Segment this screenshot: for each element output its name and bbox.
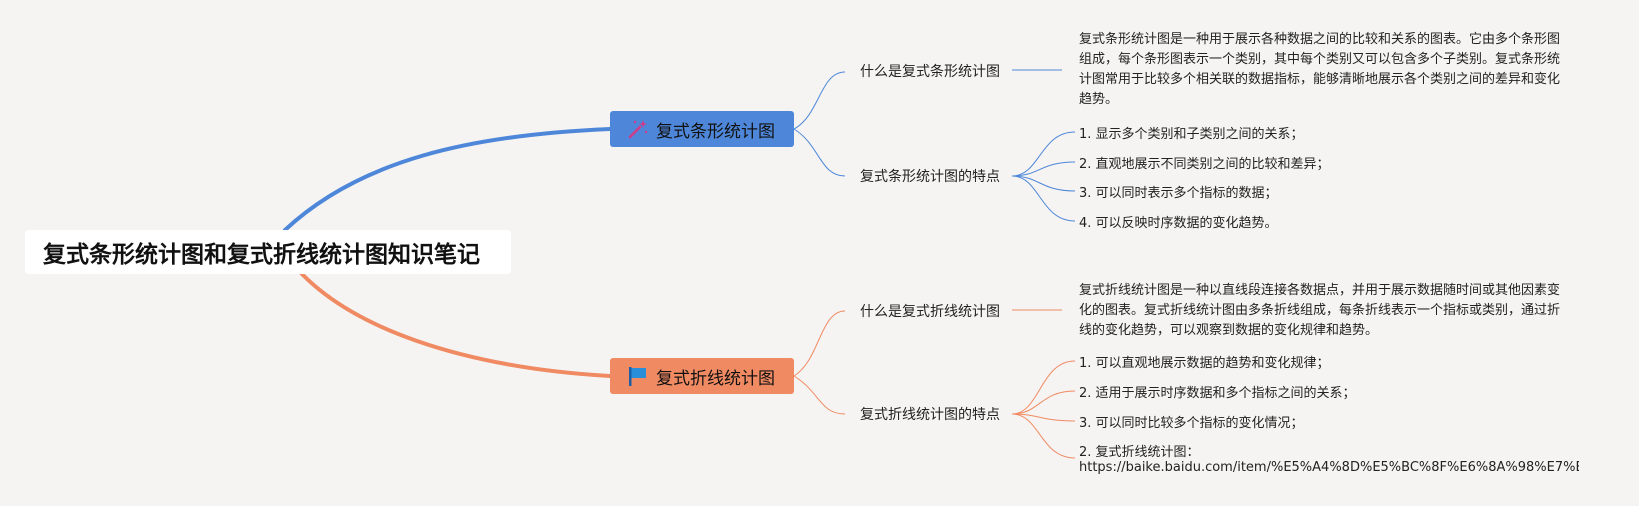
list-item[interactable]: 4. 可以反映时序数据的变化趋势。 — [1079, 212, 1278, 231]
list-item[interactable]: 3. 可以同时表示多个指标的数据； — [1079, 182, 1278, 201]
sub4-to-item2-connector — [1011, 390, 1076, 415]
root-to-branch2-connector — [283, 252, 612, 378]
subtopic-label: 什么是复式折线统计图 — [860, 304, 1000, 320]
root-topic-label: 复式条形统计图和复式折线统计图知识笔记 — [43, 242, 480, 268]
subtopic-what-is-line-chart[interactable]: 什么是复式折线统计图 — [860, 301, 1000, 321]
subtopic-label: 复式折线统计图的特点 — [860, 407, 1000, 423]
list-item-text: 2. 直观地展示不同类别之间的比较和差异； — [1079, 157, 1330, 172]
sub2-to-item3-connector — [1011, 175, 1076, 192]
root-to-branch1-connector — [283, 127, 612, 232]
list-item-text: 1. 显示多个类别和子类别之间的关系； — [1079, 127, 1304, 142]
branch-line-chart-label: 复式折线统计图 — [656, 368, 775, 389]
list-item-text: 2. 适用于展示时序数据和多个指标之间的关系； — [1079, 386, 1356, 401]
url-text: https://baike.baidu.com/item/%E5%A4%8D%E… — [1079, 460, 1579, 475]
list-item-text: 3. 可以同时比较多个指标的变化情况； — [1079, 416, 1304, 431]
sub4-to-item4-connector — [1011, 413, 1076, 459]
list-item[interactable]: 1. 可以直观地展示数据的趋势和变化规律； — [1079, 352, 1330, 371]
list-item[interactable]: 2. 复式折线统计图： — [1079, 441, 1200, 460]
list-item[interactable]: 2. 适用于展示时序数据和多个指标之间的关系； — [1079, 382, 1356, 401]
subtopic-what-is-bar-chart[interactable]: 什么是复式条形统计图 — [860, 61, 1000, 81]
definition-text: 复式折线统计图是一种以直线段连接各数据点，并用于展示数据随时间或其他因素变化的图… — [1079, 283, 1561, 338]
list-item[interactable]: 2. 直观地展示不同类别之间的比较和差异； — [1079, 153, 1330, 172]
branch1-to-sub1-connector — [793, 71, 846, 130]
line-chart-definition[interactable]: 复式折线统计图是一种以直线段连接各数据点，并用于展示数据随时间或其他因素变化的图… — [1079, 281, 1569, 341]
list-item-text: 2. 复式折线统计图： — [1079, 445, 1200, 460]
subtopic-label: 复式条形统计图的特点 — [860, 169, 1000, 185]
list-item-text: 3. 可以同时表示多个指标的数据； — [1079, 186, 1278, 201]
branch2-to-sub2-connector — [793, 375, 846, 415]
definition-text: 复式条形统计图是一种用于展示各种数据之间的比较和关系的图表。它由多个条形图组成，… — [1079, 32, 1561, 107]
reference-url[interactable]: https://baike.baidu.com/item/%E5%A4%8D%E… — [1079, 460, 1579, 475]
branch-bar-chart[interactable]: 复式条形统计图 — [610, 111, 794, 147]
sub4-to-item3-connector — [1011, 413, 1076, 422]
branch-line-chart[interactable]: 复式折线统计图 — [610, 358, 794, 394]
list-item[interactable]: 3. 可以同时比较多个指标的变化情况； — [1079, 412, 1304, 431]
branch1-to-sub2-connector — [793, 128, 846, 177]
branch2-to-sub1-connector — [793, 310, 846, 377]
sub2-to-item1-connector — [1011, 131, 1076, 177]
bar-chart-definition[interactable]: 复式条形统计图是一种用于展示各种数据之间的比较和关系的图表。它由多个条形图组成，… — [1079, 30, 1569, 110]
sub4-to-item1-connector — [1011, 360, 1076, 415]
magic-wand-icon — [626, 117, 650, 141]
list-item-text: 4. 可以反映时序数据的变化趋势。 — [1079, 216, 1278, 231]
list-item-text: 1. 可以直观地展示数据的趋势和变化规律； — [1079, 356, 1330, 371]
sub2-to-item4-connector — [1011, 175, 1076, 222]
subtopic-line-chart-features[interactable]: 复式折线统计图的特点 — [860, 404, 1000, 424]
root-topic[interactable]: 复式条形统计图和复式折线统计图知识笔记 — [25, 230, 511, 274]
sub2-to-item2-connector — [1011, 161, 1076, 177]
subtopic-bar-chart-features[interactable]: 复式条形统计图的特点 — [860, 166, 1000, 186]
list-item[interactable]: 1. 显示多个类别和子类别之间的关系； — [1079, 123, 1304, 142]
subtopic-label: 什么是复式条形统计图 — [860, 64, 1000, 80]
flag-icon — [626, 364, 650, 388]
branch-bar-chart-label: 复式条形统计图 — [656, 121, 775, 142]
